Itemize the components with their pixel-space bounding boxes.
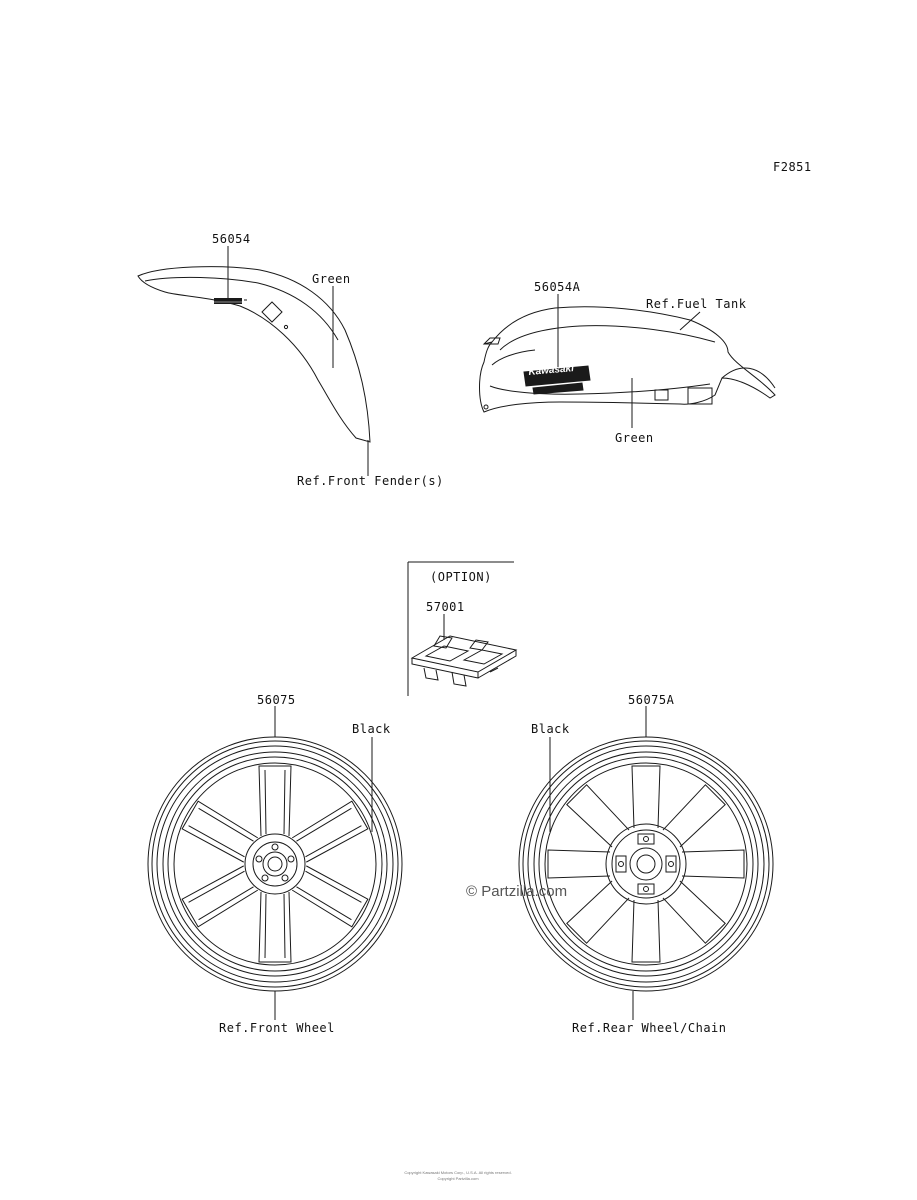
option-box (407, 561, 518, 696)
tank-part-number: 56054A (534, 280, 581, 294)
front-wheel-ref: Ref.Front Wheel (219, 1021, 335, 1035)
rear-wheel-drawing (518, 736, 774, 992)
option-part-57001-drawing (410, 635, 518, 687)
tank-color-callout: Green (615, 431, 654, 445)
rear-wheel-color-callout: Black (531, 722, 570, 736)
fuel-tank-ref: Ref.Fuel Tank (646, 297, 747, 311)
tank-emblem-56054a (523, 365, 591, 395)
rear-wheel-ref: Ref.Rear Wheel/Chain (572, 1021, 727, 1035)
fuel-tank-drawing (479, 294, 776, 428)
footer-line-2: Copyright Partzilla.com (437, 1176, 479, 1181)
option-title: (OPTION) (430, 570, 492, 584)
front-fender-drawing (137, 246, 371, 476)
footer-line-1: Copyright Kawasaki Motors Corp., U.S.A. … (404, 1170, 512, 1175)
option-part-number: 57001 (426, 600, 465, 614)
fender-emblem-56054 (214, 298, 247, 304)
front-wheel-part-number: 56075 (257, 693, 296, 707)
front-fender-ref: Ref.Front Fender(s) (297, 474, 444, 488)
rear-wheel-part-number: 56075A (628, 693, 675, 707)
figure-code: F2851 (773, 160, 812, 174)
fender-part-number: 56054 (212, 232, 251, 246)
fender-color-callout: Green (312, 272, 351, 286)
front-wheel-color-callout: Black (352, 722, 391, 736)
watermark: © Partzilla.com (466, 883, 568, 900)
front-wheel-drawing (147, 736, 403, 992)
